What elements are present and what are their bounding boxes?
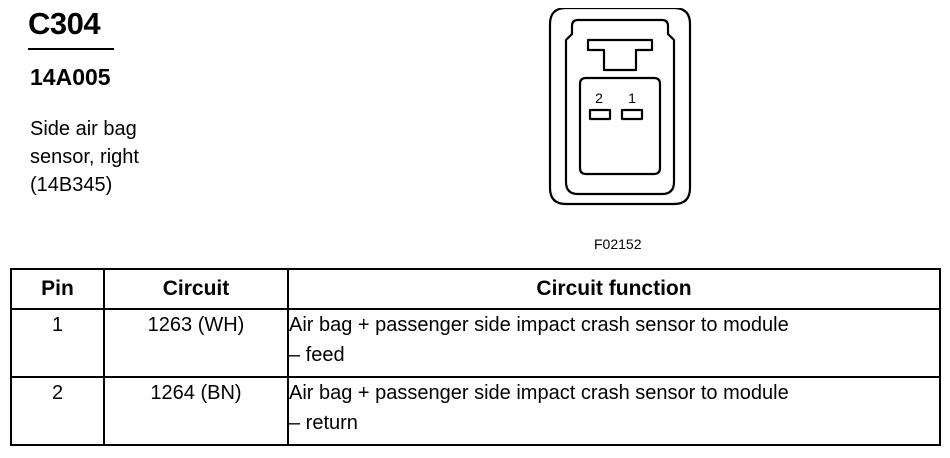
pin-2-cavity — [588, 108, 612, 121]
circuit-cell: 1263 (WH) — [103, 308, 289, 378]
terminal-insert — [578, 76, 662, 176]
pin-cell: 2 — [10, 376, 105, 446]
circuit-function-cell: Air bag + passenger side impact crash se… — [287, 376, 941, 446]
table-row: 1 1263 (WH) Air bag + passenger side imp… — [10, 308, 941, 378]
description-line: (14B345) — [30, 174, 113, 196]
connector-id-underline — [28, 48, 114, 50]
pin-1-cavity — [620, 108, 644, 121]
table-header-row: Pin Circuit Circuit function — [10, 268, 941, 310]
table-row: 2 1264 (BN) Air bag + passenger side imp… — [10, 376, 941, 446]
circuit-function-line: – feed — [289, 344, 345, 366]
column-header-circuit-function: Circuit function — [287, 268, 941, 310]
connector-id: C304 — [28, 6, 101, 41]
description-line: sensor, right — [30, 146, 139, 168]
figure-code: F02152 — [594, 236, 642, 252]
circuit-cell: 1264 (BN) — [103, 376, 289, 446]
column-header-pin: Pin — [10, 268, 105, 310]
pin-1-label: 1 — [628, 90, 636, 106]
circuit-function-line: Air bag + passenger side impact crash se… — [289, 382, 789, 404]
connector-inner-housing — [564, 18, 676, 196]
connector-description: Side air bag sensor, right (14B345) — [30, 115, 250, 199]
description-line: Side air bag — [30, 118, 137, 140]
connector-outer-housing — [548, 8, 692, 206]
circuit-function-line: – return — [289, 412, 358, 434]
connector-face-diagram: 2 1 — [548, 8, 692, 206]
pin-2-label: 2 — [595, 90, 603, 106]
pinout-table: Pin Circuit Circuit function 1 1263 (WH)… — [10, 268, 941, 446]
locking-tab — [586, 38, 654, 72]
circuit-function-cell: Air bag + passenger side impact crash se… — [287, 308, 941, 378]
column-header-circuit: Circuit — [103, 268, 289, 310]
pin-cell: 1 — [10, 308, 105, 378]
circuit-function-line: Air bag + passenger side impact crash se… — [289, 314, 789, 336]
part-number: 14A005 — [30, 64, 111, 90]
